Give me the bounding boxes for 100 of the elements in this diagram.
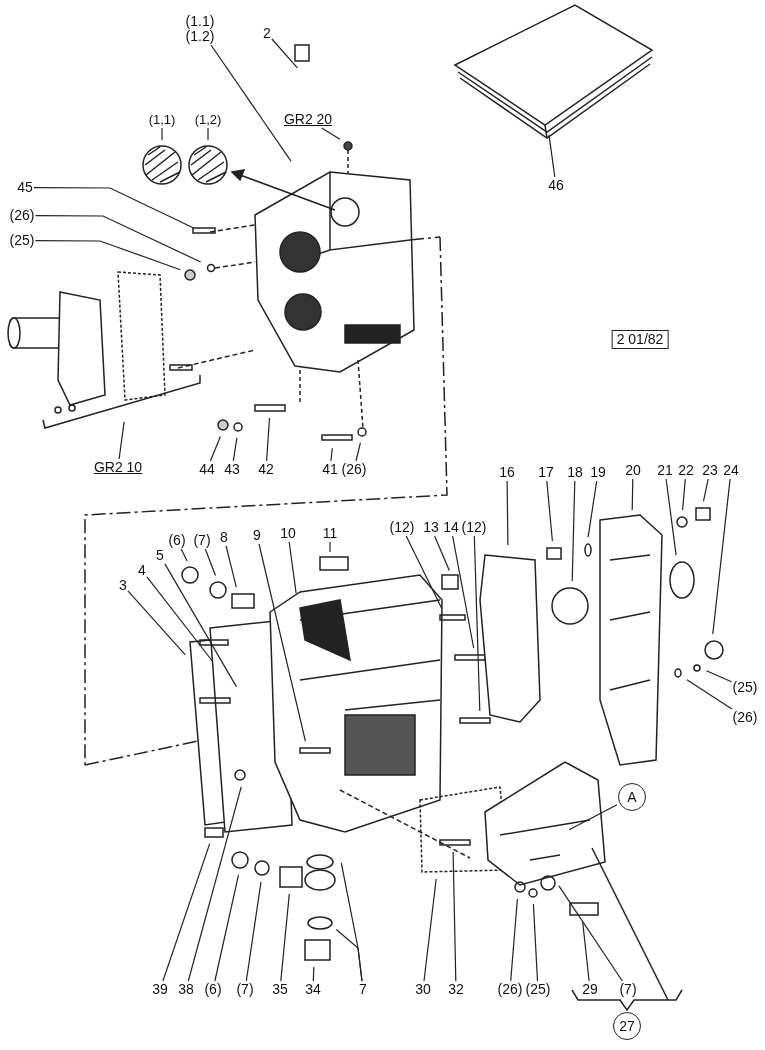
leader-line (665, 478, 677, 556)
callout-number: (25) (525, 982, 551, 997)
leader-line (631, 478, 634, 511)
callout-number: 9 (253, 528, 261, 543)
callout-number: 42 (258, 462, 274, 477)
leader-line (582, 921, 590, 982)
leader-line (686, 679, 733, 710)
leader-line (473, 535, 481, 712)
callout-number: 29 (582, 982, 598, 997)
callout-number: 3 (119, 578, 127, 593)
leader-line (146, 576, 214, 663)
callout-number: 8 (220, 530, 228, 545)
callout-number: (7) (236, 982, 254, 997)
callout-number: (1.1) (1.2) (183, 14, 217, 44)
leader-line (127, 590, 186, 656)
leader-line (164, 563, 238, 688)
callout-number: 18 (567, 465, 583, 480)
detail-label: (1,1) (148, 112, 176, 127)
leader-line (162, 843, 211, 982)
leader-line (452, 851, 457, 982)
callout-number: 43 (224, 462, 240, 477)
leader-line (558, 885, 623, 982)
leader-line (335, 928, 363, 982)
leader-line (258, 543, 306, 742)
leader-line (214, 874, 240, 982)
leader-line (423, 878, 437, 982)
leader-line (180, 548, 188, 562)
callout-number: 7 (359, 982, 367, 997)
callout-number: 22 (678, 463, 694, 478)
group-reference: GR2 20 (283, 112, 333, 127)
callout-number: 20 (625, 463, 641, 478)
leader-line (546, 480, 553, 542)
callout-number: 21 (657, 463, 673, 478)
callout-number: 34 (305, 982, 321, 997)
leader-line (568, 804, 618, 831)
leader-line (532, 903, 539, 982)
callout-number: (26) (732, 710, 758, 725)
leader-line (321, 127, 341, 140)
callout-number: (25) (9, 233, 35, 248)
leader-line (405, 535, 443, 610)
callout-number: 19 (590, 465, 606, 480)
callout-number: (6) (168, 533, 186, 548)
leader-line (705, 670, 733, 683)
leader-line (187, 786, 242, 982)
callout-number: 2 (263, 26, 271, 41)
leader-line (204, 548, 217, 577)
callout-number: (12) (461, 520, 487, 535)
callout-number: 13 (423, 520, 439, 535)
callout-number: 14 (443, 520, 459, 535)
leader-line (245, 881, 262, 982)
leader-line (548, 134, 556, 178)
leader-line (34, 215, 202, 263)
leader-line (232, 437, 238, 462)
callout-number: (6) (204, 982, 222, 997)
leader-line (33, 187, 195, 229)
leader-line (210, 44, 292, 162)
callout-number: 41 (322, 462, 338, 477)
callout-number: 45 (17, 180, 33, 195)
leader-line (355, 442, 361, 462)
date-code-box: 2 01/82 (611, 330, 669, 349)
leader-line (280, 893, 290, 982)
callout-number: 35 (272, 982, 288, 997)
leader-line (288, 541, 297, 594)
callout-number: (26) (341, 462, 367, 477)
callout-number: 11 (322, 526, 338, 541)
leader-line (510, 898, 518, 982)
callout-number: (7) (193, 533, 211, 548)
leader-line (571, 480, 576, 582)
leader-line (271, 38, 298, 69)
leader-line (225, 545, 237, 588)
callout-number: 5 (156, 548, 164, 563)
callout-number: 4 (138, 563, 146, 578)
callout-number: (26) (9, 208, 35, 223)
leader-line (712, 478, 731, 635)
leader-line (34, 240, 181, 271)
callout-number: 17 (538, 465, 554, 480)
leader-line (312, 966, 315, 982)
callout-number: 38 (178, 982, 194, 997)
leader-line (506, 480, 509, 546)
leader-line (161, 127, 163, 141)
callout-number: (26) (497, 982, 523, 997)
leader-line (587, 480, 598, 538)
detail-label: (1,2) (194, 112, 222, 127)
leader-line (266, 417, 271, 462)
group-reference: GR2 10 (93, 460, 143, 475)
leader-line (329, 541, 331, 553)
leader-line (330, 447, 333, 462)
callout-number: 23 (702, 463, 718, 478)
leader-line (118, 421, 125, 460)
callout-number: 44 (199, 462, 215, 477)
callout-number: 16 (499, 465, 515, 480)
callout-number: (12) (389, 520, 415, 535)
callout-number: (25) (732, 680, 758, 695)
callout-number: 32 (448, 982, 464, 997)
leader-line (702, 478, 709, 502)
callout-number: 24 (723, 463, 739, 478)
leader-line (209, 435, 221, 462)
callout-number: 46 (548, 178, 564, 193)
leader-line (682, 478, 686, 511)
callout-number: 10 (280, 526, 296, 541)
